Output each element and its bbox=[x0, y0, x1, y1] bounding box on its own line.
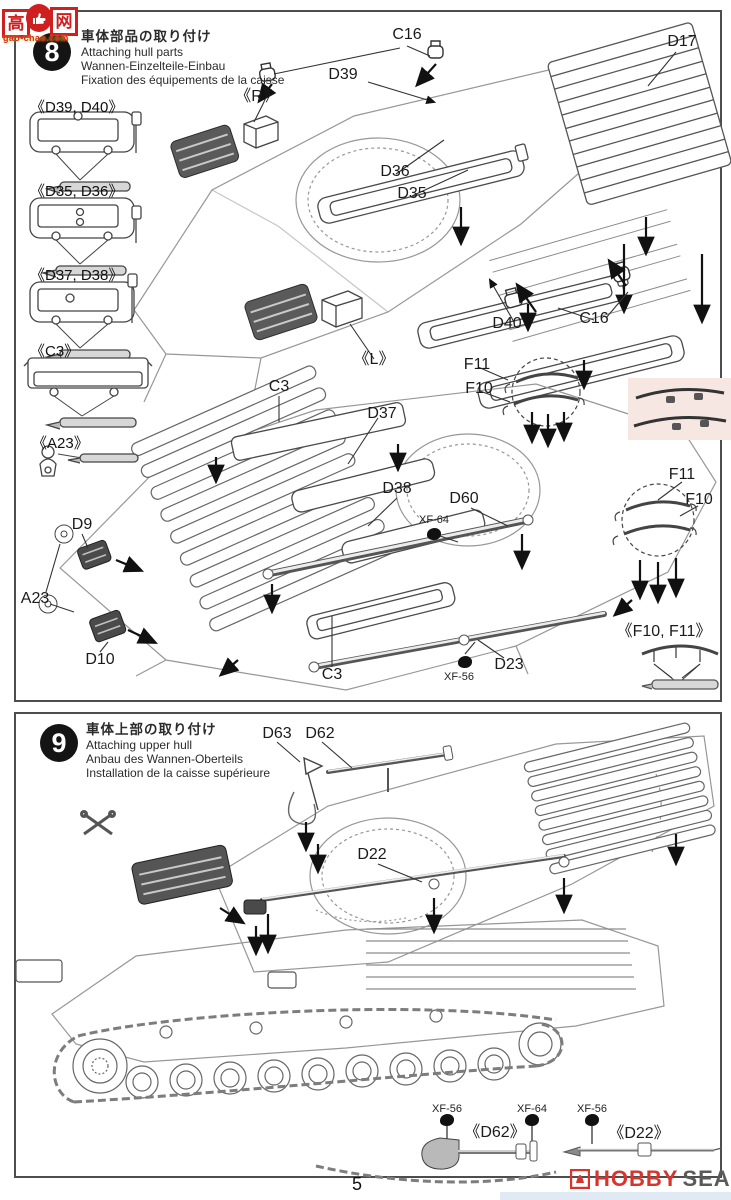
paint-dab-icon bbox=[458, 656, 472, 668]
step8-title-en: Attaching hull parts bbox=[81, 44, 184, 59]
part-label: D22 bbox=[357, 846, 387, 863]
logo-box-icon bbox=[570, 1169, 590, 1189]
part-label: 《F10, F11》 bbox=[616, 623, 712, 640]
part-label: F11 bbox=[463, 356, 491, 373]
part-label: D39 bbox=[328, 66, 358, 83]
paint-label: XF-56 bbox=[444, 671, 474, 683]
part-label: A23 bbox=[20, 590, 50, 607]
part-label: 《D22》 bbox=[608, 1125, 670, 1142]
part-label: D17 bbox=[667, 33, 697, 50]
logo-word-search: SEARCH bbox=[682, 1166, 731, 1191]
part-label: D35 bbox=[397, 185, 427, 202]
watermark-logo: 高 网 gao-chao.com bbox=[2, 2, 92, 50]
paint-dab-icon bbox=[427, 528, 441, 540]
sidebar-callout-label: 《D39, D40》 bbox=[30, 99, 124, 116]
paint-dab-icon bbox=[525, 1114, 539, 1126]
detail-inset bbox=[628, 378, 731, 440]
paint-label: XF-64 bbox=[419, 514, 449, 526]
part-label: D36 bbox=[380, 163, 410, 180]
part-label: C16 bbox=[392, 26, 422, 43]
step8-title-fr: Fixation des équipements de la caisse bbox=[81, 73, 285, 88]
hobbysearch-logo: HOBBY SEARCH bbox=[570, 1166, 731, 1192]
part-label: 《L》 bbox=[353, 351, 395, 368]
sidebar-callout-label: 《D37, D38》 bbox=[30, 267, 124, 284]
watermark-char-left: 高 bbox=[2, 9, 30, 38]
part-label: C16 bbox=[579, 310, 609, 327]
part-label: D40 bbox=[492, 315, 522, 332]
paint-label: XF-56 bbox=[432, 1103, 462, 1115]
step9-title-ja: 車体上部の取り付け bbox=[86, 722, 217, 737]
step9-number-badge: 9 bbox=[40, 724, 78, 762]
part-label: D60 bbox=[449, 490, 479, 507]
part-label: D10 bbox=[85, 651, 115, 668]
part-label: D37 bbox=[367, 405, 397, 422]
part-label: D38 bbox=[382, 480, 412, 497]
sidebar-callout-label: 《A23》 bbox=[32, 435, 89, 452]
sidebar-callout-label: 《C3》 bbox=[30, 343, 80, 360]
step8-number-badge: 8 bbox=[33, 33, 71, 71]
step9-header: 車体上部の取り付け Attaching upper hull Anbau des… bbox=[86, 722, 270, 780]
watermark-url: gao-chao.com bbox=[3, 33, 69, 43]
part-label: D63 bbox=[262, 725, 292, 742]
step8-diagram bbox=[23, 22, 731, 691]
inset-strips-art bbox=[633, 387, 727, 430]
part-label: D9 bbox=[71, 516, 93, 533]
step9-diagram bbox=[15, 722, 723, 1184]
part-label: D23 bbox=[494, 656, 524, 673]
sidebar-callout-label: 《D35, D36》 bbox=[30, 183, 124, 200]
thumbs-up-icon bbox=[26, 4, 52, 32]
step9-title-en: Attaching upper hull bbox=[86, 737, 193, 752]
logo-word-hobby: HOBBY bbox=[594, 1166, 679, 1191]
step9-title-de: Anbau des Wannen-Oberteils bbox=[86, 752, 243, 767]
step8-header: 車体部品の取り付け Attaching hull parts Wannen-Ei… bbox=[81, 29, 284, 87]
step8-panel: 8 車体部品の取り付け Attaching hull parts Wannen-… bbox=[14, 10, 731, 702]
part-label: C3 bbox=[268, 378, 290, 395]
step9-panel: 9 車体上部の取り付け Attaching upper hull Anbau d… bbox=[14, 712, 723, 1184]
paint-dab-icon bbox=[440, 1114, 454, 1126]
part-label: 《R》 bbox=[235, 88, 279, 105]
page-number: 5 bbox=[352, 1174, 363, 1194]
part-label: F10 bbox=[465, 380, 493, 397]
decor-bar bbox=[500, 1192, 731, 1200]
part-label: 《D62》 bbox=[464, 1124, 526, 1141]
part-label: F10 bbox=[685, 491, 713, 508]
step8-title-de: Wannen-Einzelteile-Einbau bbox=[81, 59, 226, 74]
paint-dab-icon bbox=[585, 1114, 599, 1126]
part-label: D62 bbox=[305, 725, 335, 742]
part-label: F11 bbox=[668, 466, 696, 483]
step8-title-ja: 車体部品の取り付け bbox=[81, 29, 212, 44]
step9-title-fr: Installation de la caisse supérieure bbox=[86, 766, 271, 781]
paint-label: XF-64 bbox=[517, 1103, 547, 1115]
watermark-char-right: 网 bbox=[50, 7, 78, 36]
paint-label: XF-56 bbox=[577, 1103, 607, 1115]
part-label: C3 bbox=[321, 666, 343, 683]
